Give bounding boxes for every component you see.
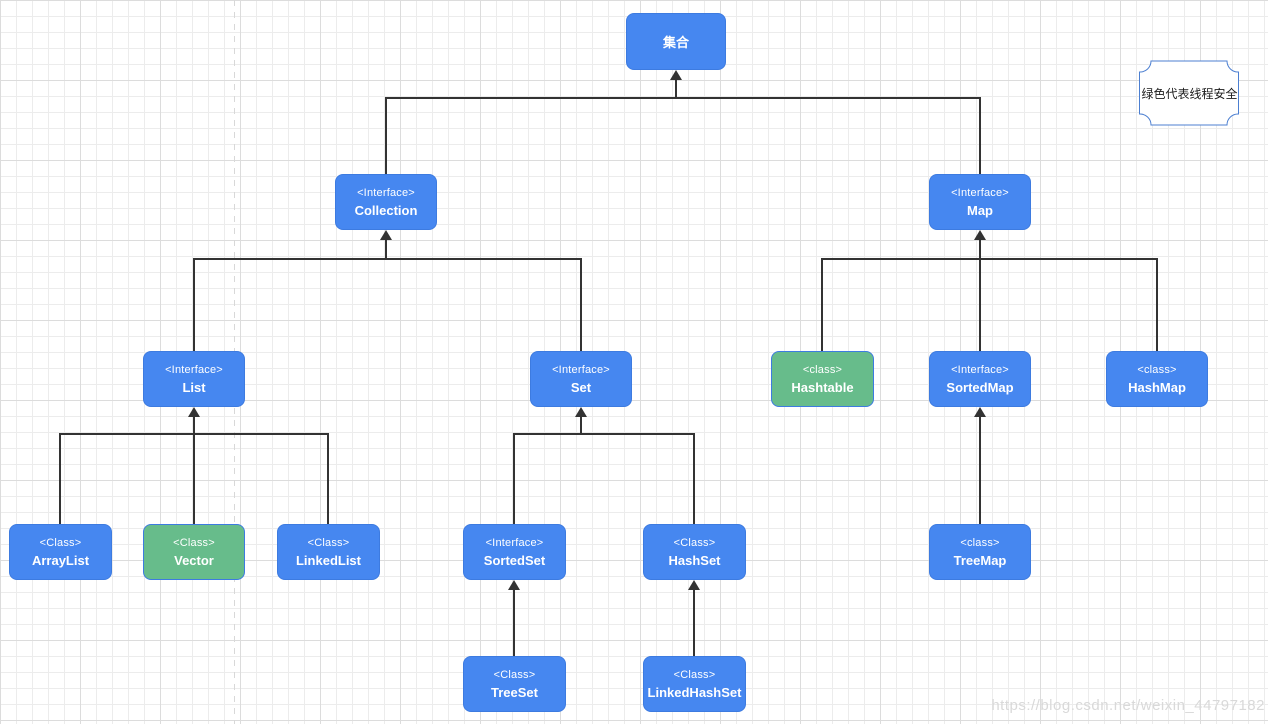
node-jihe-root: 集合 (626, 13, 726, 70)
node-name: List (182, 379, 206, 395)
legend-note: 绿色代表线程安全 (1139, 60, 1240, 126)
node-stereotype: <Class> (673, 536, 716, 549)
node-name: TreeMap (953, 552, 1007, 568)
node-map: <Interface> Map (929, 174, 1031, 230)
node-name: SortedMap (946, 379, 1014, 395)
node-stereotype: <class> (1137, 363, 1177, 376)
node-hashset: <Class> HashSet (643, 524, 746, 580)
connector-line (193, 258, 195, 351)
node-name: HashSet (668, 552, 721, 568)
node-name: Hashtable (791, 379, 854, 395)
node-stereotype: <Class> (39, 536, 82, 549)
connector-line (675, 79, 677, 98)
connector-line (821, 258, 823, 351)
arrowhead-up (188, 407, 200, 417)
node-vector: <Class> Vector (143, 524, 245, 580)
node-linkedlist: <Class> LinkedList (277, 524, 380, 580)
connector-line (385, 97, 387, 174)
node-hashmap: <class> HashMap (1106, 351, 1208, 407)
connector-line (979, 258, 981, 351)
node-stereotype: <Interface> (552, 363, 610, 376)
node-name: HashMap (1128, 379, 1186, 395)
arrowhead-up (974, 230, 986, 240)
connector-line (59, 433, 61, 524)
connector-line (513, 433, 695, 435)
connector-line (821, 258, 1158, 260)
node-hashtable: <class> Hashtable (771, 351, 874, 407)
connector-line (979, 416, 981, 524)
connector-line (979, 97, 981, 174)
arrowhead-up (380, 230, 392, 240)
node-name: LinkedList (295, 552, 361, 568)
node-arraylist: <Class> ArrayList (9, 524, 112, 580)
node-stereotype: <Interface> (951, 186, 1009, 199)
node-set: <Interface> Set (530, 351, 632, 407)
connector-line (1156, 258, 1158, 351)
node-name: LinkedHashSet (647, 684, 742, 700)
arrowhead-up (974, 407, 986, 417)
node-name: Map (967, 202, 993, 218)
node-stereotype: <Interface> (485, 536, 544, 549)
connector-line (580, 258, 582, 351)
node-collection: <Interface> Collection (335, 174, 437, 230)
node-stereotype: <class> (802, 363, 843, 376)
connector-line (59, 433, 329, 435)
arrowhead-up (670, 70, 682, 80)
node-linkedhashset: <Class> LinkedHashSet (643, 656, 746, 712)
node-sortedmap: <Interface> SortedMap (929, 351, 1031, 407)
node-stereotype: <Interface> (165, 363, 223, 376)
node-name: Vector (174, 552, 214, 568)
connector-line (693, 589, 695, 656)
connector-line (979, 239, 981, 259)
node-stereotype: <class> (960, 536, 1000, 549)
node-stereotype: <Class> (307, 536, 350, 549)
connector-line (513, 433, 515, 524)
node-name: 集合 (662, 35, 689, 50)
node-stereotype: <Class> (493, 668, 536, 681)
connector-line (385, 239, 387, 259)
arrowhead-up (575, 407, 587, 417)
node-name: SortedSet (483, 552, 546, 568)
arrowhead-up (688, 580, 700, 590)
node-stereotype: <Interface> (951, 363, 1009, 376)
note-border-shape (1139, 60, 1239, 126)
legend-note-text: 绿色代表线程安全 (1141, 86, 1238, 101)
watermark-url: https://blog.csdn.net/weixin_44797182 (991, 697, 1265, 714)
node-stereotype: <Class> (673, 668, 716, 681)
connector-line (193, 258, 581, 260)
arrowhead-up (508, 580, 520, 590)
connector-line (693, 433, 695, 524)
node-treeset: <Class> TreeSet (463, 656, 566, 712)
node-list: <Interface> List (143, 351, 245, 407)
connector-line (580, 416, 582, 434)
connector-line (193, 416, 195, 524)
node-stereotype: <Interface> (357, 186, 415, 199)
node-name: Collection (354, 202, 418, 218)
connector-line (513, 589, 515, 656)
node-treemap: <class> TreeMap (929, 524, 1031, 580)
node-name: ArrayList (31, 552, 90, 568)
node-name: Set (570, 379, 592, 395)
node-name: TreeSet (491, 684, 538, 700)
connector-line (327, 433, 329, 524)
node-sortedset: <Interface> SortedSet (463, 524, 566, 580)
node-stereotype: <Class> (173, 536, 215, 549)
connector-line (385, 97, 981, 99)
